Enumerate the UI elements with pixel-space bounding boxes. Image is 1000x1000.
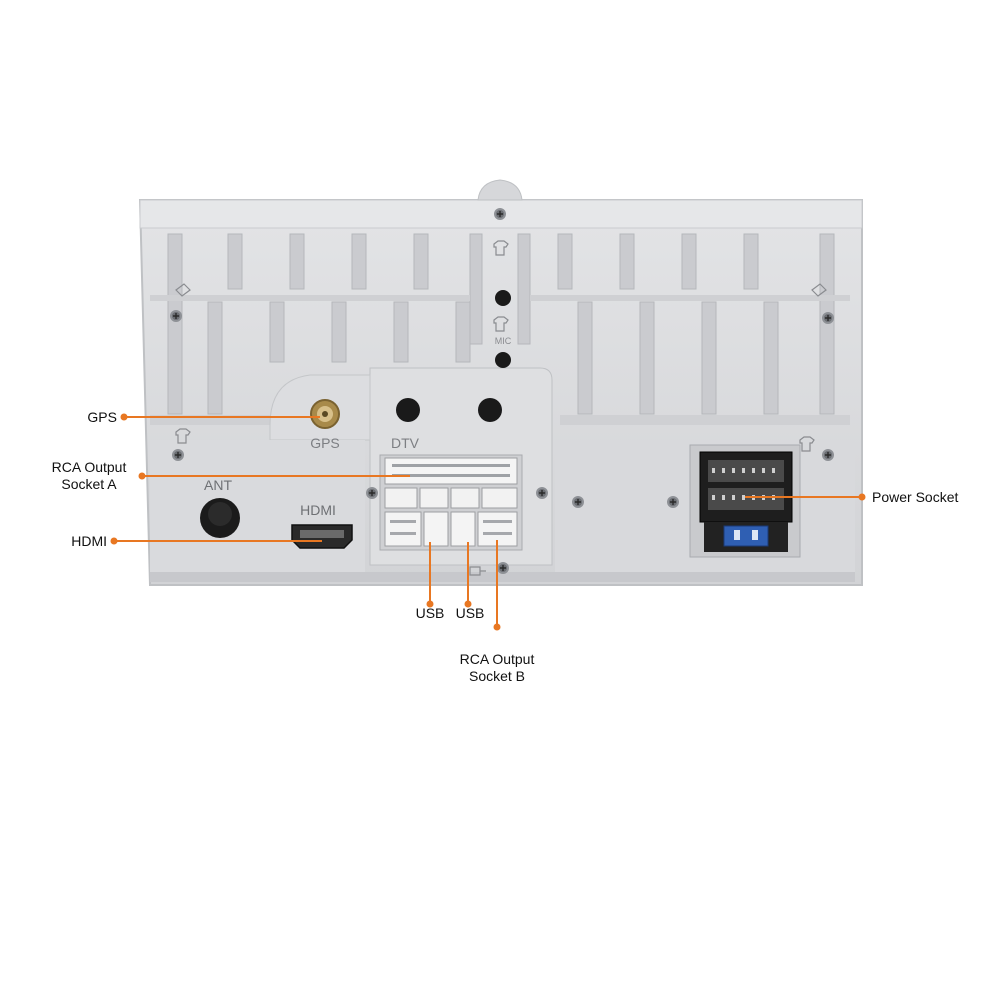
mount-icon [175,283,827,576]
callout-gps: GPS [87,409,117,425]
leader-lines [114,416,862,627]
hdmi-port [291,524,353,549]
callout-rca-a-line1: RCA Output [51,459,127,475]
leader-dots [110,413,866,631]
callout-rca-b-line2: Socket B [468,668,526,684]
callout-usb-1: USB [415,605,445,621]
device-label-gps: GPS [310,435,340,451]
callout-rca-a-line2: Socket A [61,476,117,492]
power-socket [689,444,801,558]
callout-hdmi: HDMI [71,533,107,549]
device-label-mic: MIC [495,336,512,346]
device-label-ant: ANT [204,477,232,493]
device-label-hdmi: HDMI [300,502,336,518]
callout-rca-output-socket-a: RCA Output Socket A [40,459,138,493]
callout-rca-output-socket-b: RCA Output Socket B [446,651,548,685]
callout-rca-b-line1: RCA Output [459,651,535,667]
antenna-port [200,498,240,538]
tshirt-icon [175,240,815,452]
gps-connector [310,399,340,429]
connector-block [379,454,523,551]
center-holes [396,290,511,422]
callout-power-socket: Power Socket [872,489,959,505]
device-label-dtv: DTV [391,435,420,451]
callout-usb-2: USB [455,605,485,621]
